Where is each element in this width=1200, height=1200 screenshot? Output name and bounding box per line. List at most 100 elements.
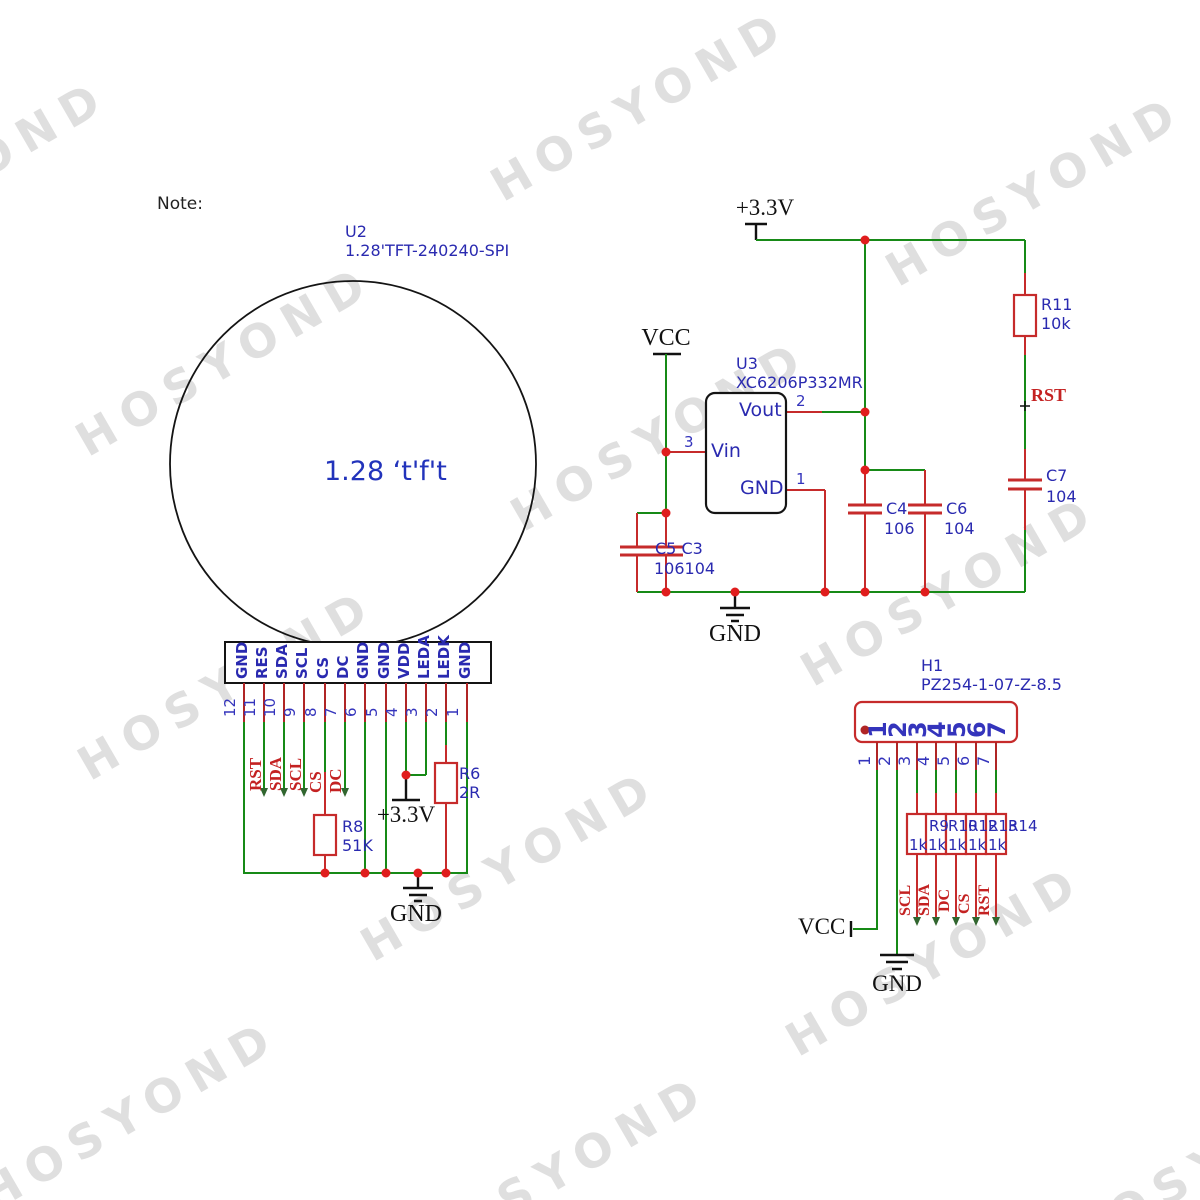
u3-junction-dots	[661, 235, 930, 597]
power-3v3-top-label: +3.3V	[735, 195, 795, 220]
u2-ref: U2	[345, 222, 367, 241]
u2-pin-name: DC	[334, 655, 352, 679]
net-label-dc: DC	[326, 768, 345, 793]
u2-pin-number: 1	[444, 707, 462, 717]
h1-pin-number: 4	[914, 755, 933, 766]
power-3v3-left-label: +3.3V	[376, 802, 436, 827]
u2-pin-number: 5	[363, 707, 381, 717]
h1-pin-name: 7	[983, 721, 1011, 738]
r13-ref: R13	[988, 817, 1018, 835]
u2-pin-number: 11	[241, 697, 259, 717]
u2-pin-number: 7	[322, 707, 340, 717]
h1-pin-number: 2	[875, 755, 894, 766]
r11-value: 10k	[1041, 314, 1071, 333]
vcc-h1-label: VCC	[798, 914, 846, 939]
net-arrows-h1	[913, 917, 1000, 926]
h1-pin-number: 7	[974, 755, 993, 766]
net-label-scl: SCL	[286, 757, 305, 791]
note-label: Note:	[157, 194, 203, 214]
r9-ref: R9	[929, 817, 949, 835]
h1-pin-stubs	[876, 742, 997, 770]
u3-pin-number-3: 3	[684, 433, 694, 451]
gnd-mid-symbol	[720, 592, 750, 623]
r9-value: 1k	[909, 836, 928, 854]
u2-pin-number: 9	[281, 707, 299, 717]
gnd-h1-symbol	[880, 953, 914, 971]
gnd-left-label: GND	[390, 901, 442, 927]
u3-wires-red	[636, 273, 1026, 592]
net-label-rst: RST	[246, 757, 265, 791]
h1-pin-number: 1	[855, 755, 874, 766]
u2-pin-name: CS	[314, 656, 332, 679]
u2-pin-name: VDD	[395, 642, 413, 679]
r13-value: 1k	[968, 836, 987, 854]
r12-ref: R12	[968, 817, 998, 835]
u3-body	[704, 391, 788, 515]
u2-pin-name: GND	[354, 641, 372, 679]
u2-pin-number: 8	[302, 707, 320, 717]
rst-net-tick	[1020, 401, 1030, 411]
r8-value: 51K	[342, 836, 373, 855]
u2-screen-text: 1.28 ‘t'f't	[324, 456, 447, 487]
c7-ref: C7	[1046, 466, 1068, 485]
c5-c3-refs: C5 C3	[655, 539, 703, 558]
u2-wires-red	[324, 745, 447, 873]
h1-pin-number: 6	[954, 755, 973, 766]
u3-pin-gnd: GND	[740, 477, 784, 499]
u2-value: 1.28'TFT-240240-SPI	[345, 241, 510, 260]
c4-ref: C4	[886, 499, 908, 518]
r6-value: 2R	[459, 783, 481, 802]
h1-ref: H1	[921, 656, 944, 675]
u2-pin-name: GND	[375, 641, 393, 679]
h1-net-cs: CS	[956, 893, 973, 914]
resistor-r8	[312, 813, 338, 857]
r11-ref: R11	[1041, 295, 1073, 314]
u3-pin-number-1: 1	[796, 470, 806, 488]
h1-value: PZ254-1-07-Z-8.5	[921, 675, 1062, 694]
u2-wires-green	[243, 722, 468, 874]
r14-ref: R14	[1008, 817, 1038, 835]
h1-wires-red	[916, 793, 997, 918]
u3-pin-vin: Vin	[711, 440, 741, 462]
h1-resistor-bodies	[905, 812, 1008, 856]
u2-pin-name: SCL	[293, 647, 311, 679]
vcc-top-label: VCC	[641, 325, 691, 351]
u2-pin-number: 6	[342, 707, 360, 717]
h1-pin-number: 5	[934, 755, 953, 766]
r8-ref: R8	[342, 817, 364, 836]
u2-pin-name: RES	[253, 646, 271, 679]
c6-ref: C6	[946, 499, 968, 518]
resistor-r11	[1012, 293, 1038, 338]
gnd-mid-label: GND	[709, 621, 761, 647]
capacitor-plates	[620, 478, 1042, 557]
c6-value: 104	[944, 519, 975, 538]
r12-value: 1k	[948, 836, 967, 854]
u2-pin-name: LEDA	[415, 635, 433, 679]
h1-net-dc: DC	[936, 888, 953, 912]
u2-pin-name: GND	[233, 641, 251, 679]
r6-ref: R6	[459, 764, 481, 783]
r10-ref: R10	[948, 817, 978, 835]
u2-display-symbol	[169, 280, 537, 684]
net-label-rst-top: RST	[1031, 385, 1067, 405]
h1-net-sda: SDA	[916, 883, 933, 916]
u3-ref: U3	[736, 354, 758, 373]
power-3v3-top-symbol	[745, 222, 767, 240]
gnd-h1-label: GND	[872, 971, 922, 996]
u2-pin-number: 12	[221, 697, 239, 717]
u3-value: XC6206P332MR	[736, 373, 863, 392]
r14-value: 1k	[988, 836, 1007, 854]
u2-pin-name: SDA	[273, 644, 291, 679]
h1-net-rst: RST	[976, 884, 993, 916]
h1-wires-green	[853, 770, 997, 955]
h1-pin-number: 3	[895, 755, 914, 766]
u3-wires-green	[637, 239, 1026, 593]
c5-c3-values: 106104	[654, 559, 716, 578]
u2-pin-number: 4	[383, 707, 401, 717]
u2-junction-dots	[320, 770, 451, 878]
net-label-sda: SDA	[266, 756, 285, 791]
u2-pin-number: 3	[403, 707, 421, 717]
c7-value: 104	[1046, 487, 1077, 506]
